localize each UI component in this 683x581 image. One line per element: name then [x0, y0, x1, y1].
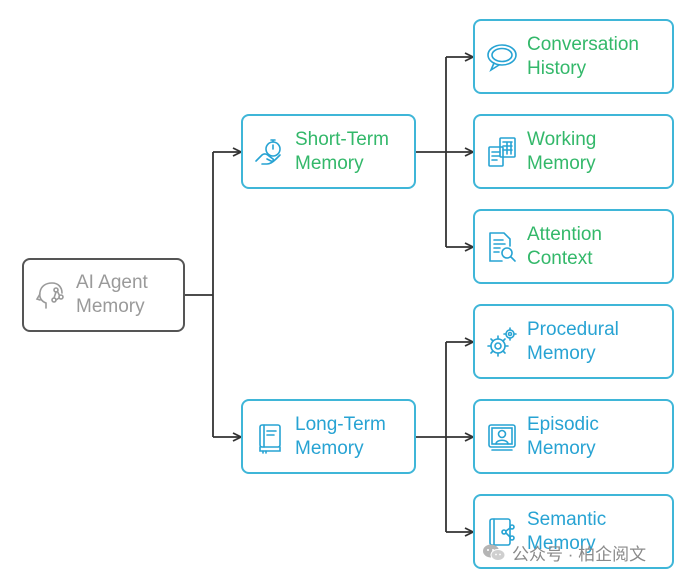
node-episodic-memory: Episodic Memory	[473, 399, 674, 474]
node-ai-agent-memory: AI Agent Memory	[22, 258, 185, 332]
node-semantic-memory: Semantic Memory	[473, 494, 674, 569]
wechat-icon	[483, 544, 506, 561]
gears-icon	[487, 326, 517, 357]
node-attention-context: Attention Context	[473, 209, 674, 284]
photo-person-icon	[488, 423, 516, 451]
node-conversation-history: Conversation History	[473, 19, 674, 94]
head-network-icon	[35, 282, 64, 309]
node-label: Long-Term Memory	[295, 413, 386, 459]
book-share-icon	[489, 517, 515, 546]
watermark: 公众号 · 柏企阅文	[482, 540, 646, 565]
node-label: Semantic Memory	[527, 508, 607, 554]
node-working-memory: Working Memory	[473, 114, 674, 189]
watermark-text: 公众号 · 柏企阅文	[512, 545, 647, 564]
book-icon	[259, 423, 281, 454]
document-search-icon	[489, 231, 516, 262]
node-label: Short-Term Memory	[295, 128, 389, 174]
node-procedural-memory: Procedural Memory	[473, 304, 674, 379]
node-short-term-memory: Short-Term Memory	[241, 114, 416, 189]
node-label: Working Memory	[527, 128, 597, 174]
hand-stopwatch-icon	[255, 138, 281, 165]
node-label: AI Agent Memory	[76, 272, 148, 317]
node-long-term-memory: Long-Term Memory	[241, 399, 416, 474]
calculator-document-icon	[488, 136, 516, 167]
speech-bubble-icon	[487, 43, 517, 72]
node-label: Procedural Memory	[527, 318, 619, 364]
node-label: Episodic Memory	[527, 413, 599, 459]
node-label: Conversation History	[527, 33, 639, 79]
node-label: Attention Context	[527, 223, 602, 269]
